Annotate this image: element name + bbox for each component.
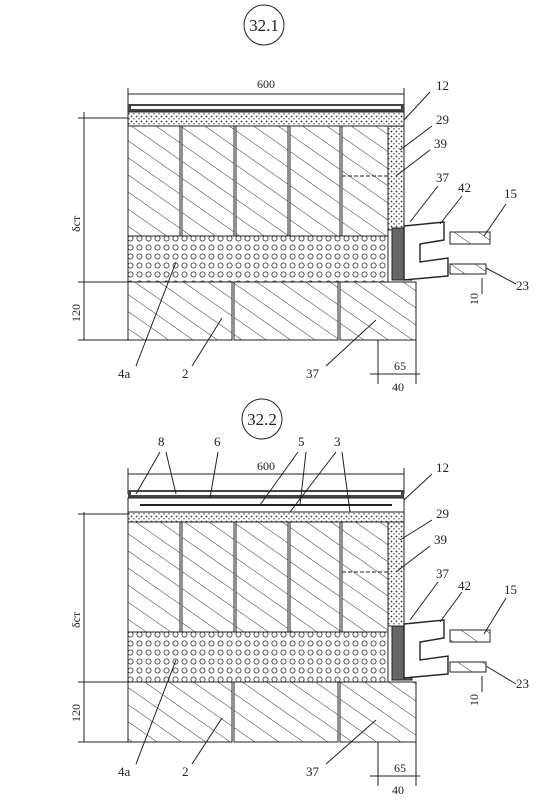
label-2: 2 — [182, 366, 189, 381]
figure-32-1: 32.1 600 — [69, 4, 529, 394]
dim-600: 600 — [257, 459, 275, 473]
top-cap-gap — [131, 106, 401, 109]
expanded-clay-layer — [127, 631, 389, 683]
bottom-brick-course — [127, 681, 417, 743]
label-12: 12 — [436, 78, 449, 93]
label-12: 12 — [436, 460, 449, 475]
dim-65: 65 — [394, 359, 406, 373]
figure-title: 32.1 — [249, 16, 279, 35]
window-frame-detail — [391, 619, 491, 681]
dim-65: 65 — [394, 761, 406, 775]
label-39: 39 — [434, 532, 447, 547]
leader-lines — [135, 451, 517, 765]
upper-block-row — [127, 125, 389, 237]
label-37-bottom: 37 — [306, 366, 320, 381]
window-frame-detail — [391, 221, 491, 281]
label-2: 2 — [182, 764, 189, 779]
label-15: 15 — [504, 582, 517, 597]
label-29: 29 — [436, 506, 449, 521]
expanded-clay-layer — [127, 235, 389, 283]
figure-title-circle — [241, 398, 283, 440]
dim-height: δст — [69, 215, 83, 232]
label-15: 15 — [504, 186, 517, 201]
bottom-brick-course — [127, 281, 417, 341]
dim-120: 120 — [69, 304, 83, 322]
dim-40: 40 — [392, 380, 404, 394]
figure-title: 32.2 — [247, 410, 277, 429]
label-37-top: 37 — [436, 170, 450, 185]
label-37-top: 37 — [436, 566, 450, 581]
label-3: 3 — [334, 434, 341, 449]
label-23: 23 — [516, 676, 529, 691]
label-4a: 4a — [118, 366, 131, 381]
label-42: 42 — [458, 578, 471, 593]
label-4a: 4a — [118, 764, 131, 779]
dim-height: δст — [69, 611, 83, 628]
label-39: 39 — [434, 136, 447, 151]
label-5: 5 — [298, 434, 305, 449]
leader-lines — [135, 91, 517, 367]
label-8: 8 — [158, 434, 165, 449]
upper-block-row — [127, 521, 389, 633]
insulation-strip — [387, 125, 405, 231]
dim-120: 120 — [69, 704, 83, 722]
insulation-strip — [387, 521, 405, 627]
figure-title-circle — [243, 4, 285, 46]
dim-10: 10 — [467, 293, 481, 305]
dim-600: 600 — [257, 77, 275, 91]
label-37-bottom: 37 — [306, 764, 320, 779]
top-mortar-layer — [127, 111, 405, 127]
label-29: 29 — [436, 112, 449, 127]
label-42: 42 — [458, 180, 471, 195]
dim-10: 10 — [467, 694, 481, 706]
label-6: 6 — [214, 434, 221, 449]
label-23: 23 — [516, 278, 529, 293]
top-mortar-layer — [127, 511, 405, 523]
figure-32-2: 32.2 600 — [69, 398, 529, 797]
dim-40: 40 — [392, 783, 404, 797]
